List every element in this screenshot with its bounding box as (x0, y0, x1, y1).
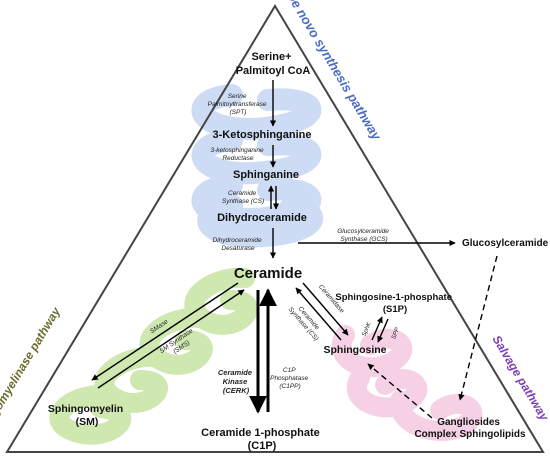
ksr-enzyme-label: 3-ketosphinganine Reductase (211, 147, 266, 162)
dihydroceramide-node: Dihydroceramide (217, 212, 307, 224)
sphinganine-node: Sphinganine (233, 169, 299, 181)
gcs-enzyme-label: Glucosylceramide Synthase (GCS) (337, 228, 390, 243)
arrow-sphingosine-to-ceramide (295, 287, 342, 341)
gangliosides-node: Gangliosides Complex Sphingolipids (414, 417, 526, 440)
c1pp-enzyme-label: C1P Phosphatase (C1PP) (270, 367, 310, 390)
dashed-arrow-glucosylceramide-to-gangliosides (458, 255, 498, 401)
serine-palmitoyl-coa-node: Serine+ Palmitoyl CoA (236, 51, 311, 77)
pathway-triangle (5, 4, 545, 453)
sphingomyelin-node: Sphingomyelin (SM) (48, 403, 126, 428)
glucosylceramide-node: Glucosylceramide (462, 238, 549, 249)
blue-spiral-decoration (191, 84, 323, 248)
arrow-sphingomyelin-to-ceramide (97, 289, 245, 389)
c1p-node: Ceramide 1-phosphate (C1P) (201, 427, 323, 452)
arrow-ceramide-to-sphingomyelin (91, 282, 239, 381)
ceramide-node: Ceramide (234, 265, 302, 282)
pink-spiral-decoration (331, 325, 483, 441)
spp-enzyme-label: SPP (391, 327, 401, 340)
sphk-enzyme-label: SphK (362, 321, 373, 338)
arrow-sphingosine-to-s1p (371, 316, 383, 341)
s1p-node: Sphingosine-1-phosphate (S1P) (335, 292, 454, 315)
arrow-s1p-to-sphingosine (377, 318, 389, 343)
cs2-enzyme-label: Ceramide Synthase (CS) (287, 301, 326, 343)
sphingosine-node: Sphingosine (324, 344, 387, 356)
desaturase-enzyme-label: Dihydroceramide Desaturase (213, 237, 264, 252)
spt-enzyme-label: Serine Palmitoyltransferase (SPT) (208, 93, 269, 116)
dashed-arrow-gangliosides-to-sphingosine (367, 363, 433, 419)
green-spiral-decoration (49, 267, 258, 445)
ketosphinganine-node: 3-Ketosphinganine (212, 129, 311, 141)
arrow-ceramide-to-sphingosine (302, 282, 349, 336)
cs-enzyme-label: Ceramide Synthase (CS) (222, 190, 264, 205)
cerk-enzyme-label: Ceramide Kinase (CERK) (218, 368, 254, 395)
